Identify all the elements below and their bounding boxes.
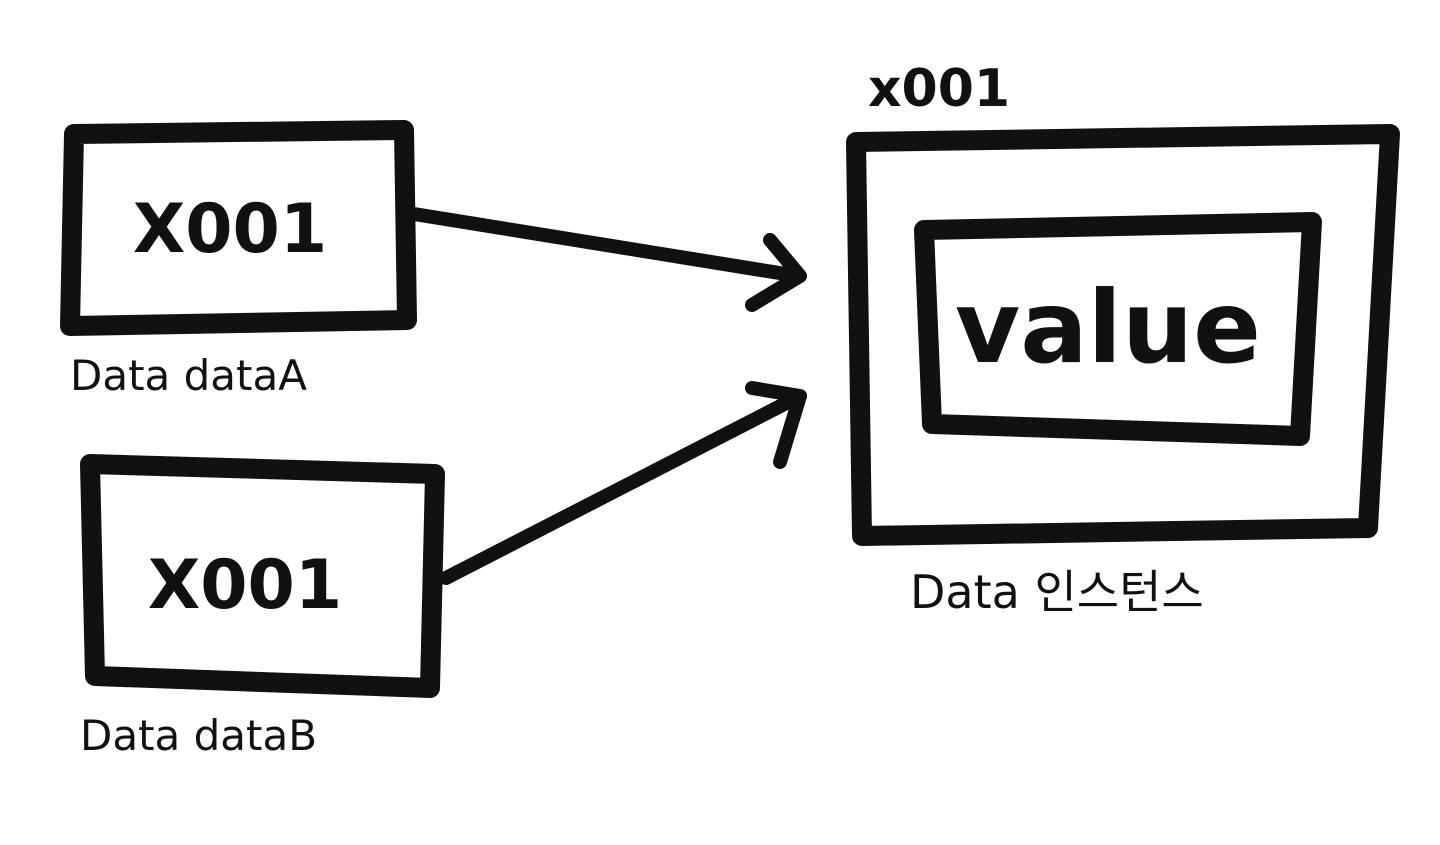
variable-dataA-reference: X001 <box>133 190 327 269</box>
arrow-dataA-line <box>407 207 805 283</box>
arrow-dataA-to-instance <box>407 207 807 312</box>
instance-field-value: value <box>955 269 1261 386</box>
variable-dataB: X001 Data dataB <box>80 454 445 760</box>
variable-dataA-label: Data dataA <box>70 351 307 400</box>
data-instance: x001 value Data 인스턴스 <box>846 59 1400 619</box>
variable-dataA-box <box>60 120 417 336</box>
instance-field-box <box>914 212 1322 446</box>
variable-dataB-reference: X001 <box>148 546 342 625</box>
variable-dataB-label: Data dataB <box>80 711 317 760</box>
variable-dataA: X001 Data dataA <box>60 120 417 400</box>
arrow-dataB-line <box>439 389 807 585</box>
instance-label: Data 인스턴스 <box>910 565 1204 619</box>
arrow-dataB-head <box>745 381 807 469</box>
variable-dataB-box <box>80 454 445 698</box>
arrow-dataA-head <box>745 233 807 312</box>
instance-outer-box <box>846 124 1400 546</box>
instance-address: x001 <box>868 59 1010 119</box>
arrow-dataB-to-instance <box>439 381 807 585</box>
